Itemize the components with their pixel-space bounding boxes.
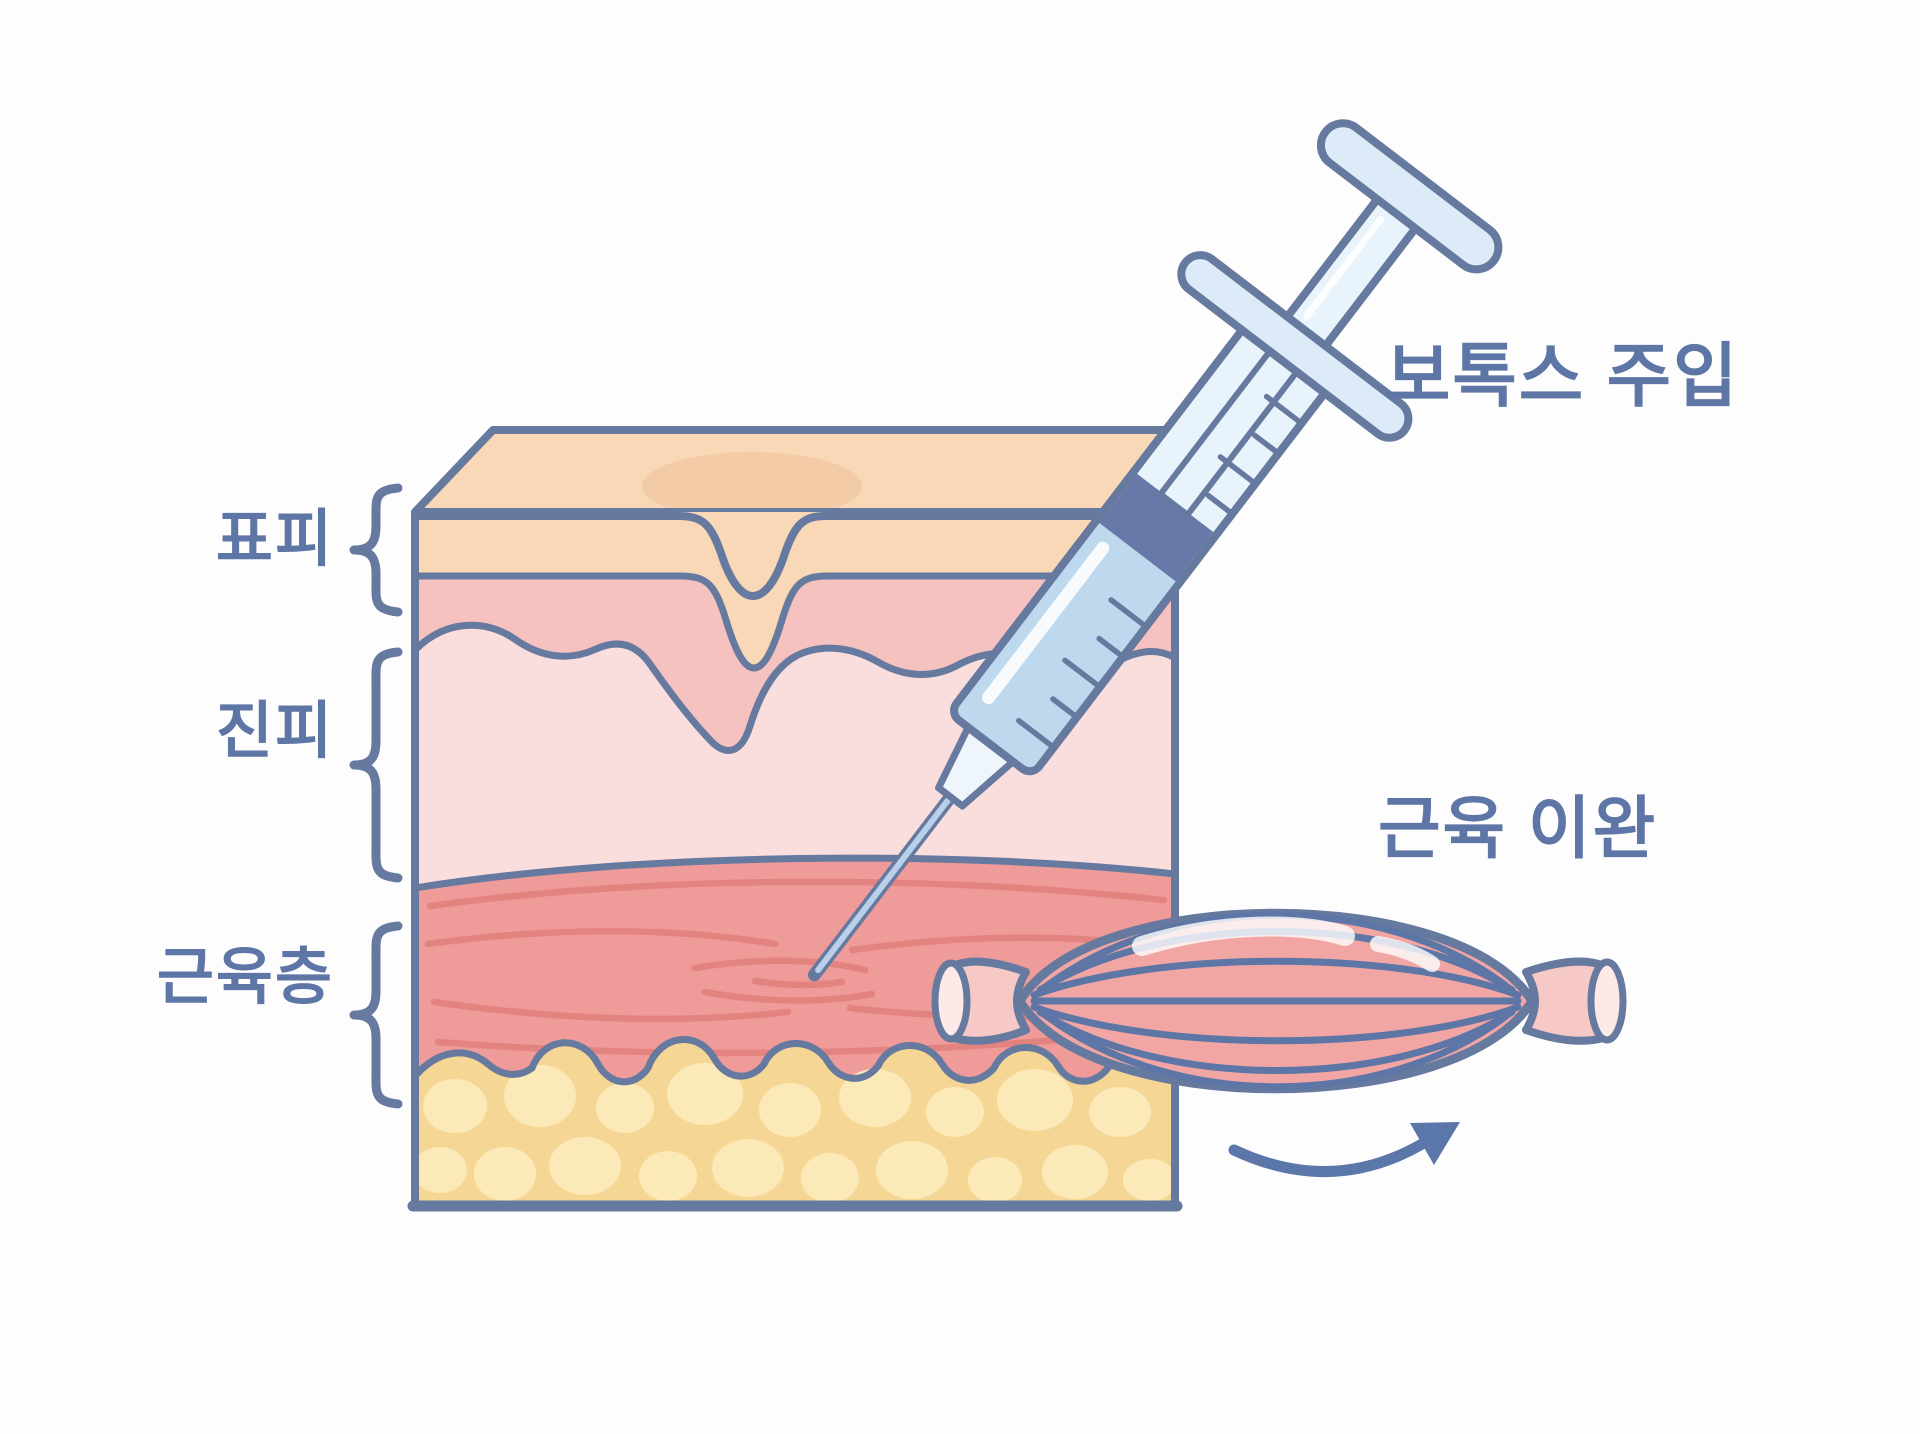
syringe-icon xyxy=(807,119,1503,982)
label-muscle-layer: 근육층 xyxy=(156,943,334,1012)
brace-epidermis-icon xyxy=(349,483,403,617)
finger-flange xyxy=(1177,251,1413,442)
tendon-rim-left xyxy=(931,959,971,1043)
brace-dermis-icon xyxy=(349,647,403,883)
label-muscle-relaxation: 근육 이완 xyxy=(1378,791,1658,867)
label-dermis: 진피 xyxy=(215,697,334,766)
fat-blobs xyxy=(415,1063,1175,1203)
curved-arrow-icon xyxy=(1228,1122,1460,1178)
thumb-rest xyxy=(1316,119,1503,274)
relaxed-muscle-icon xyxy=(931,908,1627,1094)
plunger-seal xyxy=(1099,473,1214,582)
tendon-rim-right xyxy=(1587,958,1627,1044)
label-botox-injection: 보톡스 주입 xyxy=(1386,337,1740,415)
muscle-gloss xyxy=(1132,916,1440,972)
muscle-fibers xyxy=(1030,911,1522,1091)
syringe-barrel xyxy=(950,324,1329,776)
graduation-ticks xyxy=(1016,393,1302,748)
syringe-needle xyxy=(807,784,962,982)
skin-box-border xyxy=(407,510,1183,1212)
muscle-striations xyxy=(424,878,1172,1057)
label-epidermis: 표피 xyxy=(215,505,334,574)
syringe-plunger xyxy=(1177,119,1503,442)
layer-braces xyxy=(349,483,403,1109)
brace-muscle-icon xyxy=(349,921,403,1109)
